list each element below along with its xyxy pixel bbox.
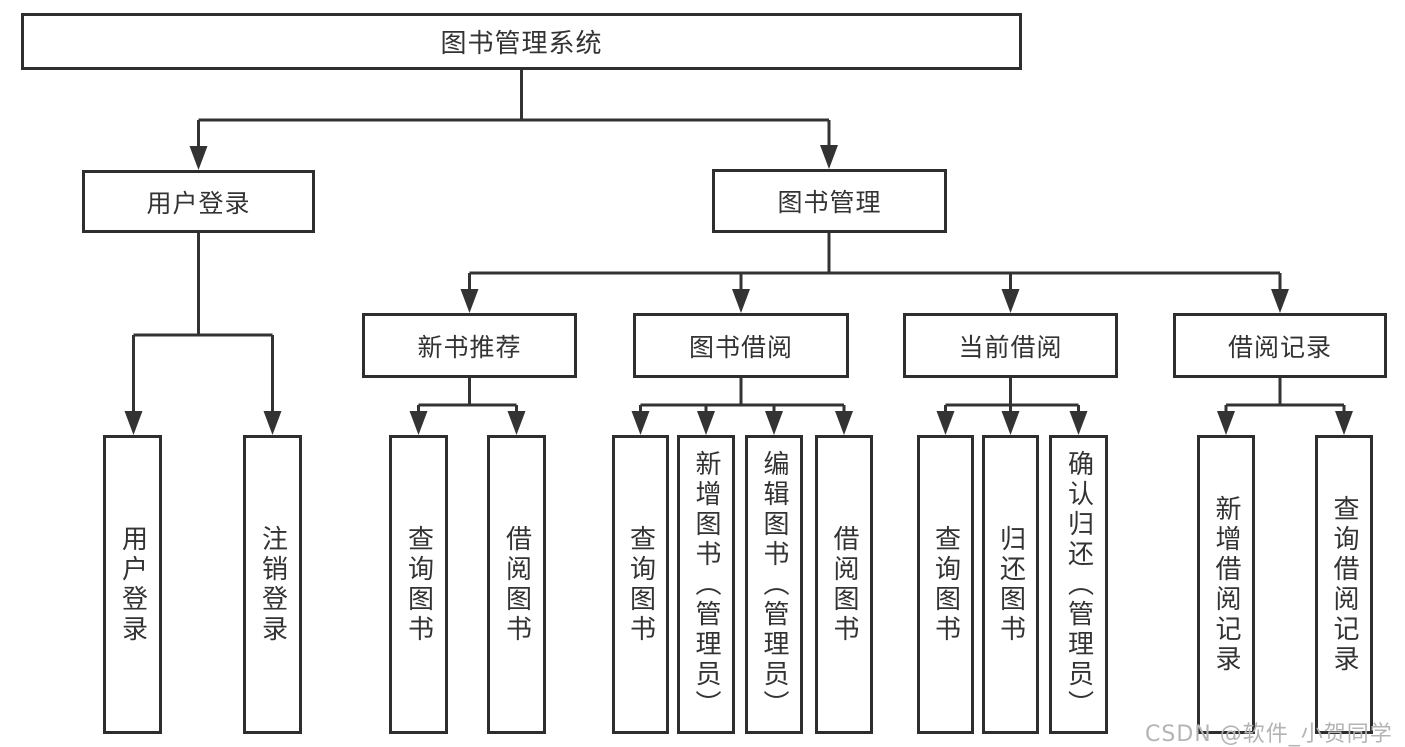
node-label: 图书管理 — [777, 188, 882, 217]
leaf-add-borrow-record: 新增借阅记录 — [1197, 435, 1255, 734]
node-label: 确认归还（管理员） — [1063, 449, 1094, 720]
node-current-borrowing: 当前借阅 — [903, 313, 1118, 378]
leaf-query-books-recommend: 查询图书 — [389, 435, 448, 734]
node-label: 新书推荐 — [417, 332, 522, 362]
leaf-logout: 注销登录 — [243, 435, 302, 734]
node-label: 查询借阅记录 — [1329, 494, 1359, 675]
node-label: 图书管理系统 — [440, 29, 603, 59]
leaf-query-books-current: 查询图书 — [917, 435, 974, 734]
node-new-book-recommendation: 新书推荐 — [362, 313, 577, 378]
node-label: 图书借阅 — [688, 332, 793, 362]
leaf-borrow-books-recommend: 借阅图书 — [487, 435, 546, 734]
leaf-query-books-borrowing: 查询图书 — [612, 435, 669, 734]
node-root-library-management-system: 图书管理系统 — [21, 13, 1022, 70]
node-label: 新增借阅记录 — [1211, 494, 1241, 675]
node-label: 查询图书 — [403, 524, 434, 645]
node-label: 编辑图书（管理员） — [759, 449, 789, 720]
node-user-login: 用户登录 — [82, 170, 315, 233]
node-book-borrowing: 图书借阅 — [633, 313, 849, 378]
leaf-return-books: 归还图书 — [982, 435, 1039, 734]
node-borrowing-records: 借阅记录 — [1173, 313, 1387, 378]
node-label: 查询图书 — [625, 524, 656, 645]
leaf-user-login: 用户登录 — [103, 435, 162, 734]
leaf-add-books-admin: 新增图书（管理员） — [677, 435, 735, 734]
node-label: 新增图书（管理员） — [691, 449, 721, 720]
node-label: 用户登录 — [146, 188, 251, 218]
node-book-management: 图书管理 — [712, 169, 947, 233]
csdn-watermark: CSDN @软件_小贺同学 — [1145, 722, 1393, 747]
node-label: 当前借阅 — [958, 332, 1063, 362]
node-label: 借阅记录 — [1227, 332, 1332, 362]
node-label: 用户登录 — [117, 524, 148, 645]
leaf-edit-books-admin: 编辑图书（管理员） — [745, 435, 803, 734]
node-label: 借阅图书 — [501, 524, 532, 645]
leaf-borrow-books-borrowing: 借阅图书 — [815, 435, 873, 734]
node-label: 查询图书 — [930, 524, 961, 645]
node-label: 注销登录 — [257, 524, 288, 645]
node-label: 借阅图书 — [829, 524, 859, 645]
leaf-confirm-return-admin: 确认归还（管理员） — [1049, 435, 1108, 734]
leaf-query-borrow-record: 查询借阅记录 — [1315, 435, 1373, 734]
node-label: 归还图书 — [995, 524, 1026, 645]
